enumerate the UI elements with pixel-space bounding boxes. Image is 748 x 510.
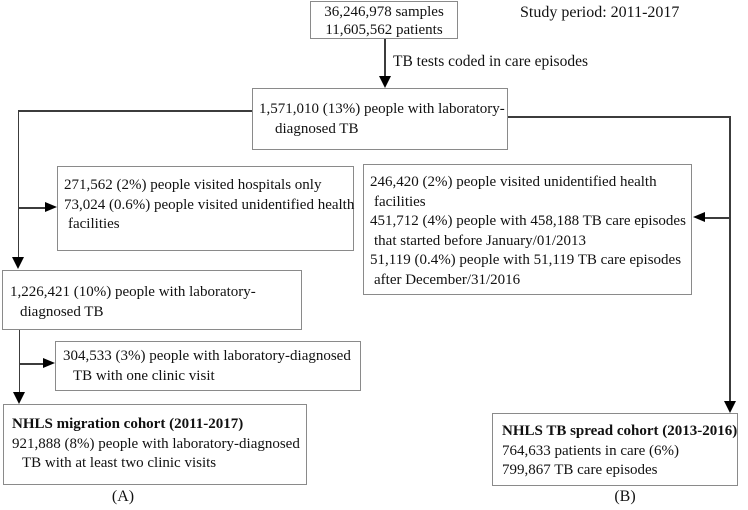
arrowhead-right-icon — [45, 202, 57, 212]
flow-step-label: TB tests coded in care episodes — [393, 53, 588, 70]
arrowhead-down-icon — [12, 257, 24, 269]
box-spread-cohort: NHLS TB spread cohort (2013-2016) 764,63… — [492, 413, 738, 486]
lab-diagnosed2-line1: 1,226,421 (10%) people with laboratory- — [10, 284, 256, 300]
connector-left-vertical — [17, 110, 19, 258]
arrowhead-down-icon — [379, 76, 391, 88]
unidentified-line5: 51,119 (0.4%) people with 51,119 TB care… — [370, 252, 682, 268]
one-visit-line2: TB with one clinic visit — [73, 367, 215, 384]
spread-cohort-title: NHLS TB spread cohort (2013-2016) — [502, 423, 738, 439]
total-patients-line: 11,605,562 patients — [325, 22, 443, 38]
box-migration-cohort: NHLS migration cohort (2011-2017) 921,88… — [3, 404, 307, 485]
arrowhead-down-icon — [13, 392, 25, 404]
box-one-clinic-visit-exclusion: 304,533 (3%) people with laboratory-diag… — [55, 341, 361, 391]
spread-cohort-line1: 764,633 patients in care (6%) — [502, 442, 680, 459]
box-lab-diagnosed-tb: 1,571,010 (13%) people with laboratory- … — [252, 88, 508, 150]
hospitals-only-line2: 73,024 (0.6%) people visited unidentifie… — [64, 196, 355, 213]
study-period-label: Study period: 2011-2017 — [520, 4, 680, 21]
box-hospitals-only-exclusion: 271,562 (2%) people visited hospitals on… — [57, 166, 354, 251]
hospitals-only-line1: 271,562 (2%) people visited hospitals on… — [64, 177, 322, 193]
hospitals-only-line3: facilities — [68, 216, 120, 232]
connector-branch-one-visit — [19, 363, 44, 365]
connector-left-horizontal — [18, 110, 252, 112]
unidentified-line6: after December/31/2016 — [374, 271, 521, 288]
migration-cohort-title: NHLS migration cohort (2011-2017) — [12, 416, 244, 432]
connector-right-horizontal — [508, 116, 730, 118]
box-total-samples: 36,246,978 samples 11,605,562 patients — [310, 1, 458, 39]
connector-branch-unidentified — [705, 217, 730, 219]
spread-cohort-line2: 799,867 TB care episodes — [502, 462, 658, 478]
unidentified-line2: facilities — [374, 193, 426, 210]
connector-branch-hospitals — [18, 207, 46, 209]
panel-label-b: (B) — [614, 488, 636, 505]
box-unidentified-exclusion: 246,420 (2%) people visited unidentified… — [363, 164, 692, 295]
unidentified-line3: 451,712 (4%) people with 458,188 TB care… — [370, 213, 686, 229]
connector-lower-left-vertical — [18, 330, 20, 393]
box-lab-diagnosed-tb-2: 1,226,421 (10%) people with laboratory- … — [2, 270, 302, 330]
total-samples-line: 36,246,978 samples — [324, 4, 444, 20]
lab-diagnosed-line2: diagnosed TB — [275, 120, 359, 137]
arrowhead-down-icon — [724, 401, 736, 413]
arrowhead-right-icon — [43, 358, 55, 368]
migration-cohort-line2: TB with at least two clinic visits — [22, 455, 217, 471]
arrowhead-left-icon — [693, 212, 705, 222]
migration-cohort-line1: 921,888 (8%) people with laboratory-diag… — [12, 435, 300, 452]
unidentified-line4: that started before January/01/2013 — [374, 232, 587, 249]
panel-label-a: (A) — [111, 488, 135, 505]
lab-diagnosed-line1: 1,571,010 (13%) people with laboratory- — [259, 101, 505, 117]
one-visit-line1: 304,533 (3%) people with laboratory-diag… — [63, 348, 351, 364]
connector-top-vertical — [384, 39, 386, 78]
unidentified-line1: 246,420 (2%) people visited unidentified… — [370, 174, 657, 190]
lab-diagnosed2-line2: diagnosed TB — [20, 303, 104, 320]
connector-right-vertical — [729, 116, 731, 402]
